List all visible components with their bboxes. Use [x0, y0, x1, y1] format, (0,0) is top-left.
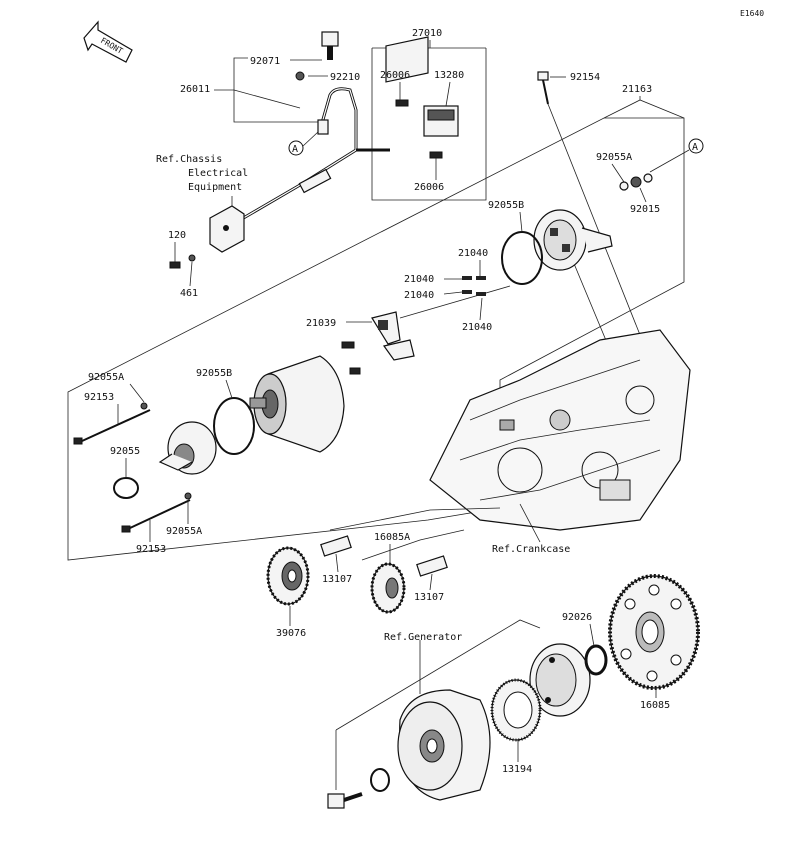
part-label-92026: 92026: [562, 612, 592, 623]
oring-92055b-left: [213, 397, 255, 455]
generator-rotor: [397, 689, 491, 801]
callout-a-right-icon: [688, 138, 704, 154]
shaft-13107-a: [320, 535, 352, 557]
part-label-27010: 27010: [412, 28, 442, 39]
ref-chassis-line2: Electrical: [188, 168, 248, 179]
part-label-21040-c: 21040: [404, 290, 434, 301]
nut-92210: [295, 71, 305, 81]
part-label-26006-b: 26006: [414, 182, 444, 193]
part-label-92210: 92210: [330, 72, 360, 83]
part-label-13280: 13280: [434, 70, 464, 81]
oring-92055: [113, 477, 139, 499]
callout-a-left-icon: [288, 140, 304, 156]
starter-relay: [385, 36, 459, 137]
starter-idle-gear-16085a: [370, 562, 406, 614]
part-label-92055a-left: 92055A: [88, 372, 124, 383]
through-bolt-top: [73, 409, 151, 445]
front-arrow-icon: FRONT: [83, 20, 133, 63]
starter-assembly-frame: [67, 117, 685, 561]
starter-idle-gear-39076: [266, 546, 310, 606]
part-label-21040-b: 21040: [404, 274, 434, 285]
part-label-21040-a: 21040: [458, 248, 488, 259]
bolt-92154: [537, 71, 549, 105]
part-label-16085: 16085: [640, 700, 670, 711]
part-label-92015: 92015: [630, 204, 660, 215]
rotor-bolt: [327, 792, 363, 809]
fuse-bottom: [429, 151, 443, 159]
part-label-26011: 26011: [180, 84, 210, 95]
part-label-92071: 92071: [250, 56, 280, 67]
through-bolt-bottom: [121, 499, 191, 533]
starter-clutch-gear-16085: [608, 574, 700, 690]
starter-yoke: [249, 355, 345, 453]
oring-92055b-top: [501, 231, 543, 285]
ref-chassis-line3: Equipment: [188, 182, 242, 193]
callout-a-right-text: A: [692, 142, 698, 153]
callout-a-left-text: A: [292, 144, 298, 155]
front-cover: [158, 421, 217, 475]
washer-92015: [630, 176, 642, 188]
part-label-92055b-left: 92055B: [196, 368, 232, 379]
ref-generator: Ref.Generator: [384, 632, 462, 643]
bolt-120: [169, 261, 181, 269]
bracket-27010: [371, 48, 487, 201]
part-label-461: 461: [180, 288, 198, 299]
part-label-16085a: 16085A: [374, 532, 410, 543]
starter-clutch-housing: [529, 643, 591, 717]
part-label-13107-a: 13107: [322, 574, 352, 585]
washer-rotor: [370, 768, 390, 792]
washer-461: [188, 254, 196, 262]
part-label-92153-top: 92153: [84, 392, 114, 403]
chassis-bracket: [209, 205, 245, 253]
crankcase: [429, 329, 691, 531]
part-label-120: 120: [168, 230, 186, 241]
shaft-13107-b: [416, 555, 448, 577]
part-label-21039: 21039: [306, 318, 336, 329]
ref-crankcase: Ref.Crankcase: [492, 544, 570, 555]
part-label-39076: 39076: [276, 628, 306, 639]
starter-cable: [239, 31, 390, 222]
washer-92026: [584, 644, 608, 676]
part-label-92055a-top: 92055A: [596, 152, 632, 163]
generator-frame: [335, 619, 541, 731]
part-label-92055b-top: 92055B: [488, 200, 524, 211]
part-label-92154: 92154: [570, 72, 600, 83]
part-label-92153-bottom: 92153: [136, 544, 166, 555]
screw-2: [349, 367, 361, 375]
part-label-92055a-bottom: 92055A: [166, 526, 202, 537]
oring-92055a-top: [619, 181, 629, 191]
part-label-26006-a: 26006: [380, 70, 410, 81]
part-label-13107-b: 13107: [414, 592, 444, 603]
diagram-code: E1640: [740, 9, 764, 18]
one-way-clutch-13194: [490, 678, 542, 742]
part-label-21163: 21163: [622, 84, 652, 95]
ref-chassis-line1: Ref.Chassis: [156, 154, 222, 165]
screw-1: [341, 341, 355, 349]
part-label-21040-d: 21040: [462, 322, 492, 333]
brushes-21040: [462, 276, 486, 296]
brush-plate-21039: [371, 311, 415, 361]
rear-cover: [533, 209, 613, 271]
part-label-92055: 92055: [110, 446, 140, 457]
part-label-13194: 13194: [502, 764, 532, 775]
fuse-top: [395, 99, 409, 107]
